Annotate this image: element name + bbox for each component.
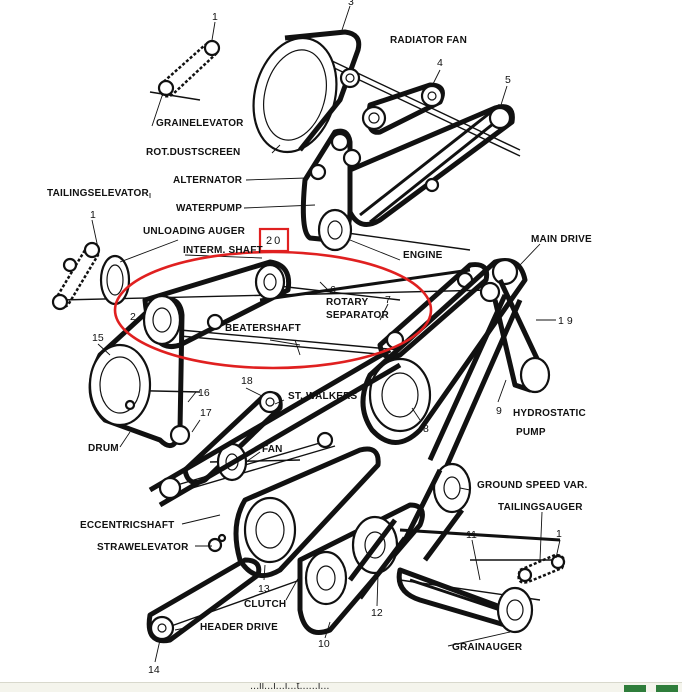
part-number: 1 [556, 528, 562, 540]
part-number: 4 [437, 57, 443, 69]
label-header-drive: HEADER DRIVE [200, 622, 278, 633]
part-number: 9 [496, 405, 502, 417]
frame [259, 103, 561, 612]
belt-5 [347, 104, 515, 227]
footer-green-button[interactable] [624, 685, 646, 692]
part-number: 16 [198, 387, 210, 399]
label-beatershaft: BEATERSHAFT [225, 323, 301, 334]
label-ground-speed-var: GROUND SPEED VAR. [477, 480, 587, 491]
part-number: 19 [558, 315, 576, 327]
part-number: 15 [92, 332, 104, 344]
part-number-20: 20 [266, 235, 282, 247]
label-drum: DRUM [88, 443, 119, 454]
label-fan: FAN [262, 444, 283, 455]
label-separator: SEPARATOR [326, 310, 389, 321]
lower-belts [297, 502, 425, 635]
ground-speed-variator [402, 462, 472, 562]
label-waterpump: WATERPUMP [176, 203, 242, 214]
label-grain-elevator: GRAINELEVATOR [156, 118, 244, 129]
label-tailings-auger: TAILINGSAUGER [498, 502, 583, 513]
part-numbers: 1 3 4 5 1 20 6 7 2 15 19 18 16 17 8 9 11… [90, 0, 576, 676]
footer-text-fragment: ...ll...i...l...t......l... [250, 682, 330, 692]
part-number: 14 [148, 664, 160, 676]
part-number: 1 [90, 209, 96, 221]
label-main-drive: MAIN DRIVE [531, 234, 592, 245]
label-grain-auger: GRAINAUGER [452, 642, 523, 653]
part-number: 3 [348, 0, 354, 8]
label-hydrostatic: HYDROSTATIC [513, 408, 586, 419]
part-number: 2 [130, 311, 136, 323]
label-eccentric-shaft: ECCENTRICSHAFT [80, 520, 174, 531]
part-number: 5 [505, 74, 511, 86]
main-drive-belt [148, 258, 528, 508]
drum-belt [88, 294, 191, 449]
tailings-auger-drive [396, 553, 566, 634]
tailings-elevator-chain [51, 241, 101, 311]
label-unloading-auger: UNLOADING AUGER [143, 226, 246, 237]
part-number: 10 [318, 638, 330, 650]
grain-elevator-chain [149, 39, 221, 101]
alternator-belt [300, 128, 440, 252]
header-drive-belt [146, 557, 262, 644]
label-engine: ENGINE [403, 250, 443, 261]
label-interm-shaft: INTERM. SHAFT [183, 245, 263, 256]
hydrostatic-pump-belt [427, 278, 551, 472]
part-number: 1 [212, 11, 218, 23]
label-pump: PUMP [516, 427, 546, 438]
footer-green-button[interactable] [656, 685, 678, 692]
unloading-auger-pulley [99, 254, 131, 306]
part-number: 18 [241, 375, 253, 387]
label-alternator: ALTERNATOR [173, 175, 243, 186]
label-rotary: ROTARY [326, 297, 368, 308]
part-number: 17 [200, 407, 212, 419]
clutch-belt [158, 446, 381, 579]
part-number: 6 [330, 284, 336, 296]
label-rot-dustscreen: ROT.DUSTSCREEN [146, 147, 240, 158]
leader-lines [91, 5, 561, 663]
label-st-walkers: ST. WALKERS [288, 391, 358, 402]
part-number: 11 [466, 529, 477, 541]
label-radiator-fan: RADIATOR FAN [390, 35, 467, 46]
radiator-fan-assembly [252, 29, 362, 154]
pulley-group-4 [361, 82, 445, 135]
label-tailings-elevator: TAILINGSELEVATOR [47, 188, 149, 199]
part-number: 13 [258, 583, 270, 595]
labels: RADIATOR FAN GRAINELEVATOR ROT.DUSTSCREE… [47, 35, 592, 653]
part-number: 8 [423, 423, 429, 435]
page-footer-bar: ...ll...i...l...t......l... [0, 682, 682, 692]
part-number: 7 [385, 294, 391, 306]
highlight-ellipse [113, 250, 433, 370]
label-clutch: CLUTCH [244, 599, 286, 610]
part-number: 12 [371, 607, 383, 619]
label-straw-elevator: STRAWELEVATOR [97, 542, 189, 553]
